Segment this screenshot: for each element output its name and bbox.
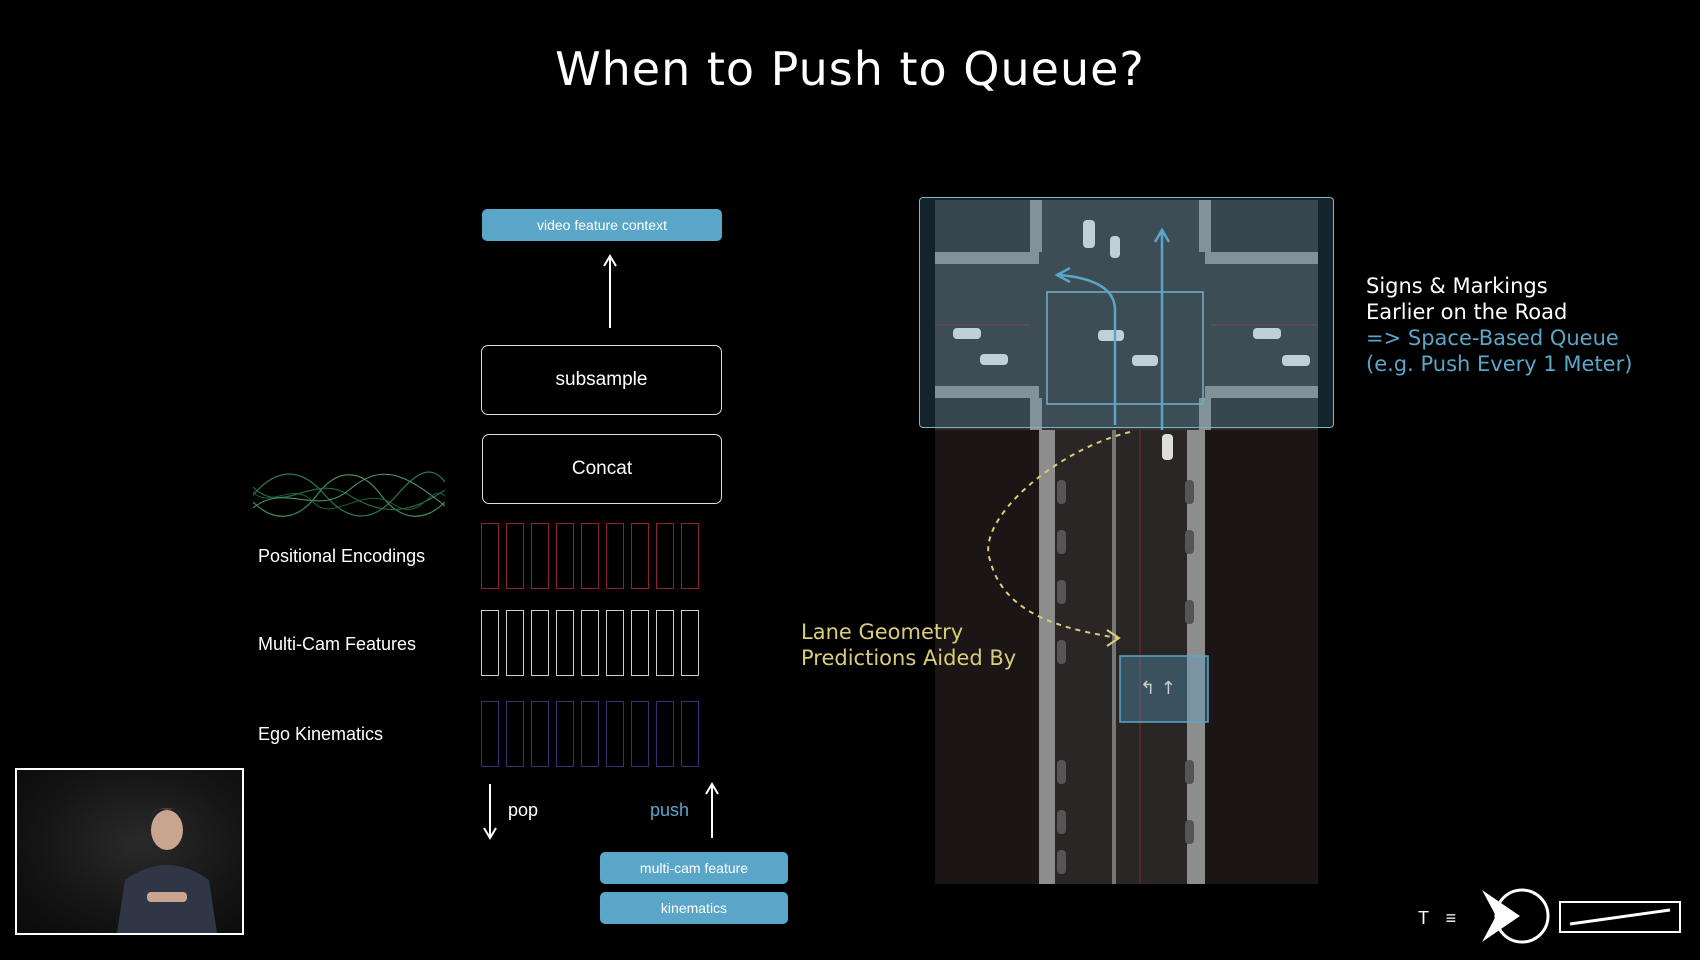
mc-cell [531,610,549,676]
ek-cell [606,701,624,767]
ek-cell [681,701,699,767]
lane-geometry-annotation: Lane Geometry Predictions Aided By [801,619,1016,671]
mc-cell [581,610,599,676]
pe-cell [481,523,499,589]
concat-label: Concat [571,458,633,479]
multi-cam-feature-input: multi-cam feature [600,852,788,884]
mc-cell [606,610,624,676]
mc-cell [656,610,674,676]
up-arrow-icon [705,782,719,838]
ek-cell [531,701,549,767]
row-label-ego-kinematics: Ego Kinematics [258,724,384,744]
subsample-block: subsample [481,345,722,415]
pe-cell [606,523,624,589]
subsample-label: subsample [555,369,648,390]
mc-cell [631,610,649,676]
concat-block: Concat [482,434,722,504]
pe-cell [631,523,649,589]
brand-watermark: T ≡ [1410,884,1690,948]
multi-cam-feature-cells [481,610,699,676]
up-arrow-icon [603,254,617,328]
road-map-drawing: ↰ ↑ [935,200,1318,884]
svg-text:T ≡: T ≡ [1418,908,1462,928]
slide-title: When to Push to Queue? [555,42,1145,96]
signs-line-1: Signs & Markings [1366,274,1548,298]
ego-kinematics-cells [481,701,699,767]
positional-encoding-cells [481,523,699,589]
presenter-figure [117,808,217,933]
pop-label: pop [508,800,539,820]
ek-cell [656,701,674,767]
pe-cell [531,523,549,589]
pe-cell [656,523,674,589]
lane-line-1: Lane Geometry [801,620,964,644]
road-map: ↰ ↑ [935,200,1318,884]
signs-line-4: (e.g. Push Every 1 Meter) [1366,352,1633,376]
signs-line-2: Earlier on the Road [1366,300,1568,324]
mc-cell [556,610,574,676]
mc-cell [681,610,699,676]
push-label: push [650,800,690,820]
pe-cell [506,523,524,589]
lane-line-2: Predictions Aided By [801,646,1017,670]
mc-cell [481,610,499,676]
row-label-multi-cam-features: Multi-Cam Features [258,634,417,654]
map-highlight-frame [919,197,1334,428]
pe-cell [681,523,699,589]
signs-annotation: Signs & Markings Earlier on the Road => … [1366,273,1632,377]
positional-encoding-waves [253,471,445,517]
pe-cell [556,523,574,589]
pe-cell [581,523,599,589]
svg-text:↰ ↑: ↰ ↑ [1140,678,1176,699]
ek-cell [556,701,574,767]
brand-logo: T ≡ [1418,888,1681,944]
ek-cell [631,701,649,767]
presenter-video [15,768,244,935]
row-label-positional-encodings: Positional Encodings [258,546,426,566]
mc-cell [506,610,524,676]
video-feature-context-pill: video feature context [482,209,722,241]
down-arrow-icon [483,784,497,840]
signs-line-3: => Space-Based Queue [1366,326,1619,350]
ek-cell [506,701,524,767]
kinematics-input: kinematics [600,892,788,924]
ek-cell [481,701,499,767]
ek-cell [581,701,599,767]
